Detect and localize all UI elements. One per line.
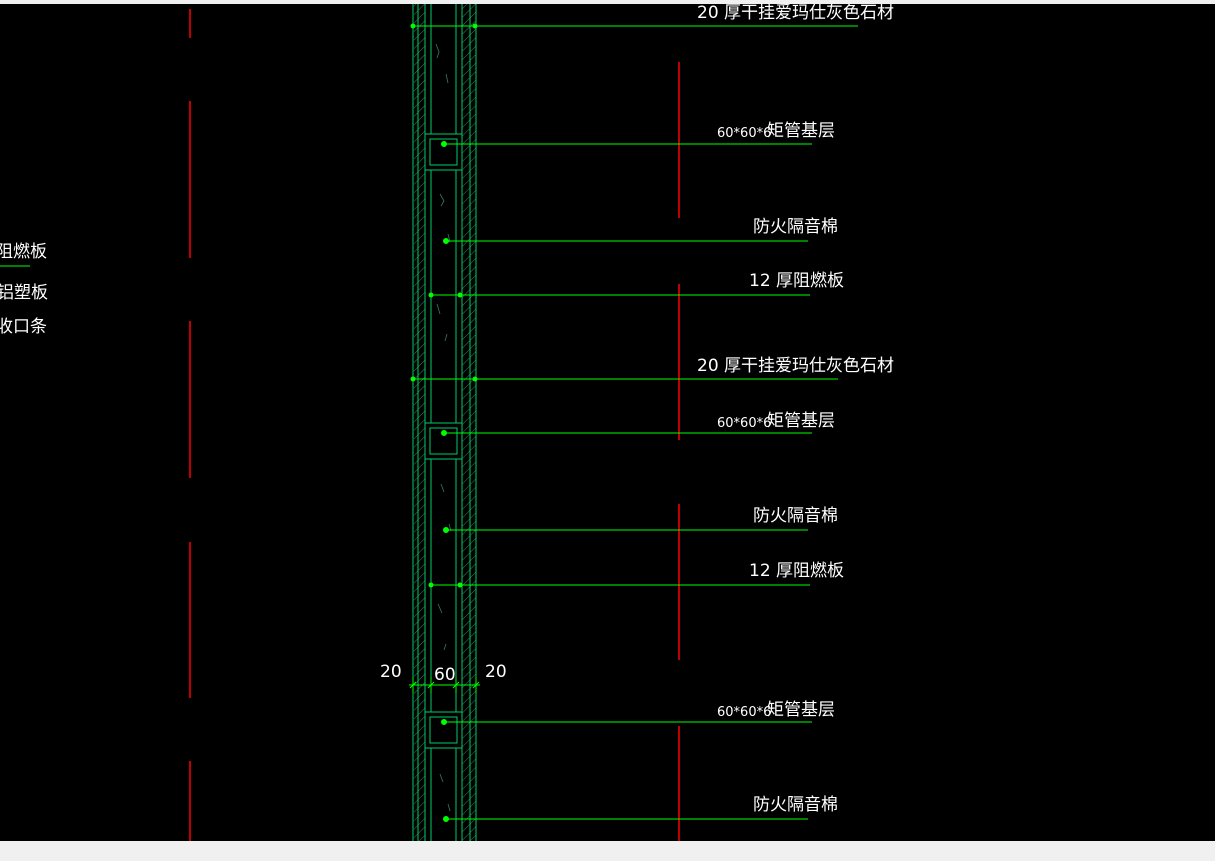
tube-profile-3 — [424, 711, 463, 749]
callout-tube-prefix-3: 60*60*6 — [717, 705, 771, 720]
callout-tube-prefix-2: 60*60*6 — [717, 416, 771, 431]
callout-insulation-2: 防火隔音棉 — [753, 506, 838, 526]
axis-lines — [189, 9, 680, 841]
cad-canvas[interactable]: 20 厚干挂爱玛仕灰色石材 60*60*6 矩管基层 防火隔音棉 12 厚阻燃板… — [0, 4, 1215, 841]
callout-tube-3: 矩管基层 — [767, 700, 835, 720]
callout-stone-2: 20 厚干挂爱玛仕灰色石材 — [697, 356, 894, 376]
stone-layer-left — [414, 4, 425, 841]
wall-section-drawing: 20 厚干挂爱玛仕灰色石材 60*60*6 矩管基层 防火隔音棉 12 厚阻燃板… — [0, 4, 894, 841]
dim-middle: 60 — [434, 665, 456, 685]
callout-tube-prefix-1: 60*60*6 — [717, 126, 771, 141]
tube-profile-2 — [424, 422, 463, 460]
callout-insulation-3: 防火隔音棉 — [753, 795, 838, 815]
wall-section — [412, 4, 477, 841]
left-label-2: 铝塑板 — [0, 283, 48, 303]
dimension-line: 20 60 20 — [380, 662, 507, 693]
leader-lines — [410, 23, 858, 822]
dim-right: 20 — [485, 662, 507, 682]
callout-board-1: 12 厚阻燃板 — [749, 271, 844, 291]
callout-insulation-1: 防火隔音棉 — [753, 217, 838, 237]
left-labels: 阻燃板 铝塑板 收口条 — [0, 242, 48, 337]
callout-labels: 20 厚干挂爱玛仕灰色石材 60*60*6 矩管基层 防火隔音棉 12 厚阻燃板… — [697, 4, 894, 815]
callout-board-2: 12 厚阻燃板 — [749, 561, 844, 581]
status-bar — [0, 841, 1215, 861]
callout-stone-1: 20 厚干挂爱玛仕灰色石材 — [697, 4, 894, 23]
left-label-1: 阻燃板 — [0, 242, 47, 262]
tube-profile-1 — [424, 133, 463, 171]
callout-tube-2: 矩管基层 — [767, 411, 835, 431]
dim-left: 20 — [380, 662, 402, 682]
stone-layer-right — [462, 4, 476, 841]
callout-tube-1: 矩管基层 — [767, 121, 835, 141]
left-label-3: 收口条 — [0, 317, 47, 337]
